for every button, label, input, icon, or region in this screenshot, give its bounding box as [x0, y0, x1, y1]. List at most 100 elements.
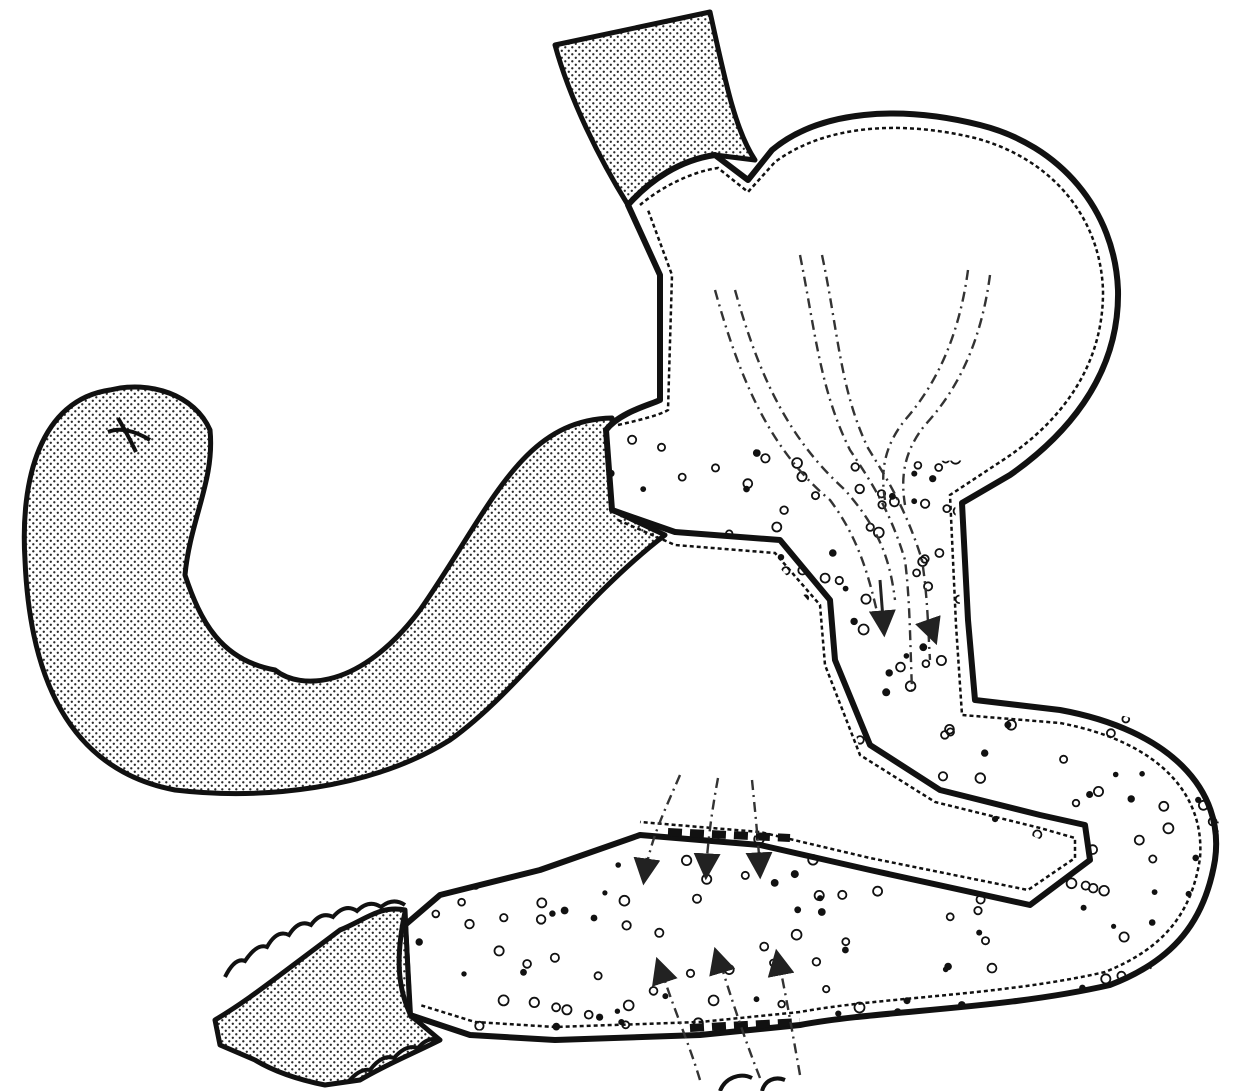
chyme-particle	[1064, 490, 1072, 498]
chyme-particle	[667, 709, 672, 714]
chyme-particle	[1042, 575, 1048, 581]
chyme-particle	[1134, 628, 1140, 634]
chyme-particle	[883, 830, 890, 837]
chyme-particle	[485, 724, 492, 731]
chyme-particle	[626, 781, 633, 788]
chyme-particle	[998, 612, 1005, 619]
chyme-particle	[782, 567, 789, 574]
chyme-particle	[1186, 891, 1192, 897]
cut-off-mark	[720, 1076, 785, 1091]
chyme-particle	[818, 908, 826, 916]
chyme-particle	[812, 690, 821, 699]
chyme-particle	[1135, 704, 1142, 711]
chyme-particle	[1113, 772, 1119, 778]
chyme-particle	[850, 618, 857, 625]
chyme-particle	[506, 413, 516, 423]
chyme-particle	[640, 486, 646, 492]
chyme-particle	[520, 969, 527, 976]
chyme-particle	[911, 471, 917, 477]
chyme-particle	[1192, 855, 1199, 862]
chyme-particle	[981, 749, 988, 756]
chyme-particle	[882, 688, 890, 696]
chyme-particle	[596, 754, 604, 762]
chyme-particle	[718, 566, 726, 574]
chyme-particle	[451, 796, 459, 804]
chyme-particle	[802, 594, 809, 601]
chyme-particle	[1206, 521, 1211, 526]
chyme-particle	[743, 754, 749, 760]
chyme-particle	[1194, 472, 1204, 482]
chyme-particle	[744, 759, 751, 766]
chyme-particle	[716, 587, 725, 596]
chyme-particle	[522, 428, 530, 436]
chyme-particle	[596, 1014, 603, 1021]
chyme-particle	[601, 674, 608, 681]
chyme-particle	[819, 670, 828, 679]
chyme-particle	[1081, 905, 1087, 911]
chyme-particle	[801, 668, 811, 678]
chyme-particle	[1132, 437, 1139, 444]
chyme-particle	[654, 710, 659, 715]
chyme-particle	[791, 870, 799, 878]
chyme-particle	[792, 826, 799, 833]
chyme-particle	[986, 838, 994, 846]
chyme-particle	[1077, 562, 1084, 569]
chyme-particle	[1152, 889, 1158, 895]
chyme-particle	[829, 549, 837, 557]
chyme-particle	[904, 653, 910, 659]
chyme-particle	[1219, 679, 1227, 687]
chyme-particle	[589, 733, 595, 739]
chyme-particle	[555, 822, 561, 828]
chyme-particle	[397, 608, 405, 616]
chyme-particle	[1139, 771, 1145, 777]
chyme-particle	[768, 660, 778, 670]
chyme-particle	[778, 554, 784, 560]
chyme-particle	[681, 658, 689, 666]
chyme-particle	[1115, 671, 1124, 680]
chyme-particle	[1128, 795, 1135, 802]
chyme-particle	[696, 568, 702, 574]
chyme-particle	[1122, 716, 1129, 723]
chyme-particle	[615, 862, 621, 868]
chyme-particle	[1057, 850, 1064, 857]
chyme-particle	[1195, 694, 1202, 701]
chyme-particle	[585, 769, 592, 776]
chyme-particle	[1191, 713, 1199, 721]
chyme-particle	[911, 498, 917, 504]
chyme-particle	[602, 890, 607, 895]
chyme-particle	[900, 830, 906, 836]
chyme-particle	[1166, 447, 1173, 454]
chyme-particle	[889, 493, 896, 500]
chyme-particle	[743, 486, 750, 493]
chyme-particle	[591, 915, 598, 922]
chyme-particle	[960, 869, 968, 877]
chyme-particle	[817, 895, 823, 901]
chyme-particle	[929, 475, 936, 482]
chyme-particle	[552, 1023, 560, 1031]
chyme-particle	[1149, 532, 1158, 541]
chyme-particle	[1093, 1016, 1101, 1024]
chyme-particle	[1079, 985, 1085, 991]
chyme-particle	[1128, 490, 1134, 496]
chyme-particle	[1182, 977, 1192, 987]
chyme-particle	[403, 532, 408, 537]
chyme-particle	[1033, 830, 1041, 838]
chyme-particle	[1101, 426, 1109, 434]
chyme-particle	[976, 930, 982, 936]
chyme-particle	[916, 1041, 924, 1049]
chyme-particle	[582, 631, 588, 637]
chyme-particle	[1037, 599, 1045, 607]
chyme-particle	[411, 528, 418, 535]
chyme-particle	[642, 1047, 647, 1052]
chyme-particle	[835, 1011, 841, 1017]
chyme-particle	[698, 742, 708, 752]
chyme-particle	[1047, 584, 1057, 594]
chyme-particle	[919, 643, 927, 651]
chyme-particle	[535, 685, 540, 690]
chyme-particle	[683, 810, 689, 816]
chyme-particle	[662, 993, 668, 999]
chyme-particle	[842, 947, 849, 954]
chyme-particle	[1225, 547, 1233, 555]
chyme-particle	[526, 790, 531, 795]
